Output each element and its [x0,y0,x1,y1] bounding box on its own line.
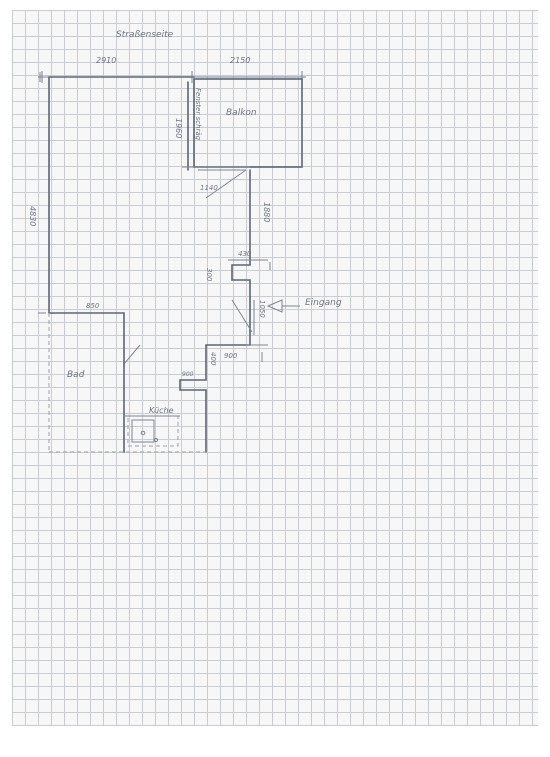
entrance-arrow-icon [266,299,300,313]
page-margin [0,726,550,757]
dim-left-height: 4830 [28,206,37,226]
window-label: Fenster schräg [194,88,202,141]
right-wall [179,169,251,453]
outer-wall [48,76,125,353]
door-swing [205,169,247,199]
dim-top-left: 2910 [96,56,116,65]
dim-entrance-height: 1050 [258,300,266,318]
dim-right-upper: 1880 [262,202,271,222]
stove-knob [153,437,159,443]
dim-niche-width: 430 [238,250,252,258]
dim-balcony-bottom: 1140 [200,184,218,192]
entrance-door-swing [231,299,253,333]
balcony-outline [193,78,303,168]
sink [131,419,155,443]
bath-label: Bad [67,370,85,380]
kitchen-label: Küche [149,406,174,415]
dim-balcony-height: 1960 [174,118,183,138]
bath-door-swing [123,344,141,365]
dim-niche-depth: 300 [205,268,213,282]
dim-lower-height: 400 [209,352,217,366]
graph-paper [12,10,538,726]
dim-lower-left: 850 [86,302,100,310]
dim-top-right: 2150 [230,56,250,65]
entrance-label: Eingang [305,298,342,308]
dim-small-notch: 900 [182,371,194,378]
sink-drain [140,430,146,436]
balcony-label: Balkon [226,108,257,118]
street-label: Straßenseite [116,30,174,40]
dim-lower-width: 900 [224,352,238,360]
